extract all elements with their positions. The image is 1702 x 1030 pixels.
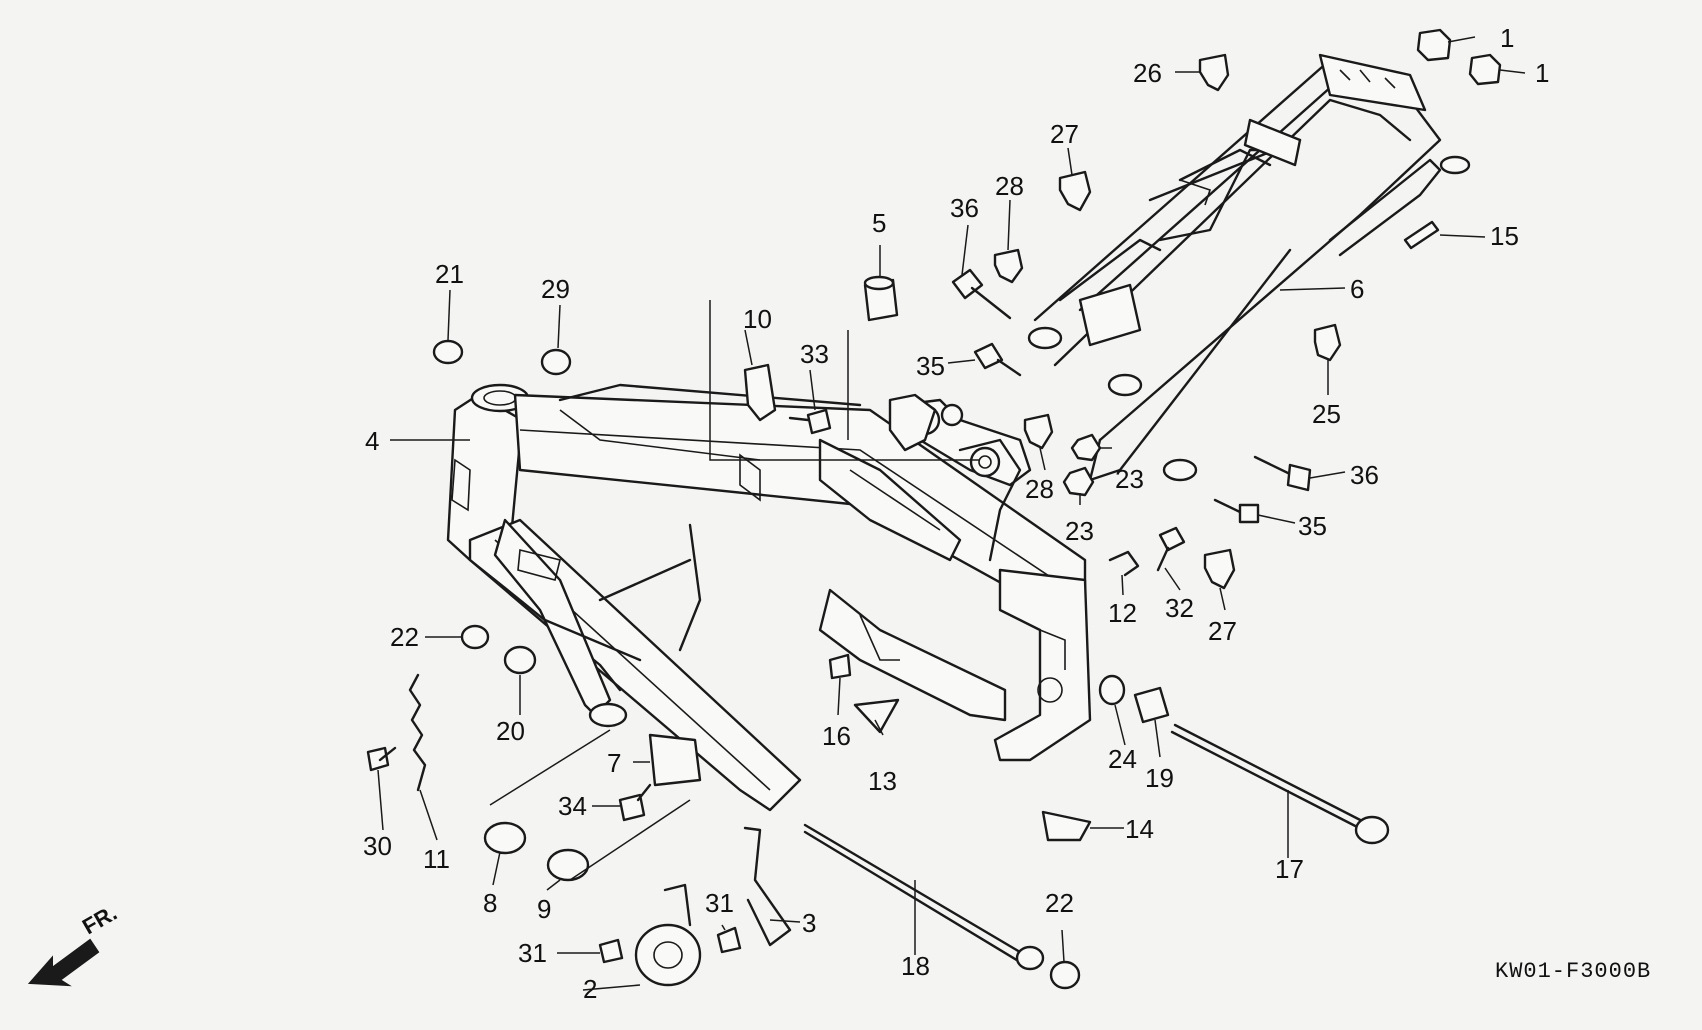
part-28-clamp-top [993,248,1024,284]
part-32-bolt [1156,526,1186,572]
callout-25: 25 [1312,399,1341,429]
callout-10: 10 [743,304,772,334]
part-35-bolt-low [1213,498,1260,524]
callout-31a: 31 [518,938,547,968]
callout-36a: 36 [950,193,979,223]
callout-35a: 35 [916,351,945,381]
callout-7: 7 [607,748,621,778]
diagram-code: KW01-F3000B [1495,959,1651,984]
callout-30: 30 [363,831,392,861]
part-10-bracket [743,363,777,422]
front-direction-arrow: FR. [27,900,121,987]
part-18-long-bolt [803,823,1045,971]
part-21-bearing [432,339,464,365]
callout-27a: 27 [1050,119,1079,149]
part-25-clamp [1313,323,1342,362]
callout-16: 16 [822,721,851,751]
part-13-tag [853,698,900,734]
part-27-clamp-top [1058,170,1092,212]
part-34-bolt [618,783,652,822]
callout-22a: 22 [390,622,419,652]
callout-5: 5 [872,208,886,238]
callout-23a: 23 [1115,464,1144,494]
callout-18: 18 [901,951,930,981]
part-3-stay [743,826,792,947]
part-16-label [828,653,852,680]
callout-28b: 28 [1025,474,1054,504]
part-29-bearing [540,348,572,376]
callout-1a: 1 [1500,23,1514,53]
part-8-collar [483,821,527,855]
part-7-bracket [648,733,702,787]
part-36-bolt-top [951,268,1012,320]
callout-21: 21 [435,259,464,289]
callout-9: 9 [537,894,551,924]
callout-1b: 1 [1535,58,1549,88]
part-28-clamp-low [1023,413,1054,450]
callout-32: 32 [1165,593,1194,623]
part-23-nut-b [1062,466,1095,497]
part-27-clamp-low [1203,548,1236,590]
part-9-collar [546,848,590,882]
callout-22b: 22 [1045,888,1074,918]
callout-24: 24 [1108,744,1137,774]
part-14-tag [1041,810,1092,842]
callout-28a: 28 [995,171,1024,201]
callout-4: 4 [365,426,379,456]
callout-12: 12 [1108,598,1137,628]
part-5-collar [863,275,899,322]
part-15-pin [1403,220,1440,250]
part-17-long-bolt [1170,723,1390,845]
callout-2: 2 [583,974,597,1004]
callout-6: 6 [1350,274,1364,304]
part-30-bolt [366,746,397,772]
callout-15: 15 [1490,221,1519,251]
part-19-collar [1133,686,1170,724]
callout-23b: 23 [1065,516,1094,546]
callout-labels: 1 1 26 27 28 36 5 15 6 25 35 36 35 23 23… [363,23,1549,1004]
part-23-nut-a [1070,433,1102,462]
part-31-bolt-a [598,938,624,964]
callout-36b: 36 [1350,460,1379,490]
callout-34: 34 [558,791,587,821]
part-2-horn [634,883,702,987]
part-20-collar [503,645,537,675]
callout-35b: 35 [1298,511,1327,541]
part-33-bolt [788,408,832,435]
part-36-bolt-low [1253,455,1312,492]
main-frame [446,383,1092,812]
callout-8: 8 [483,888,497,918]
callout-14: 14 [1125,814,1154,844]
callout-29: 29 [541,274,570,304]
part-12-clip [1108,550,1140,577]
callout-11: 11 [423,844,450,874]
part-22-nut-bottom [1049,960,1081,990]
part-1-cap-b [1468,53,1502,86]
callout-27b: 27 [1208,616,1237,646]
part-1-cap-a [1416,28,1452,62]
callout-26: 26 [1133,58,1162,88]
part-31-bolt-b [716,926,742,954]
callout-13: 13 [868,766,897,796]
callout-19: 19 [1145,763,1174,793]
callout-3: 3 [802,908,816,938]
part-24-nut [1098,674,1126,706]
part-22-nut-left [460,624,490,650]
callout-31b: 31 [705,888,734,918]
part-26-clamp [1198,53,1230,92]
part-35-bolt-top [973,342,1022,377]
callout-20: 20 [496,716,525,746]
direction-label: FR. [78,900,121,939]
callout-17: 17 [1275,854,1304,884]
rear-subframe [1027,53,1471,482]
leader-lines [377,36,1526,991]
part-11-spring [408,673,427,792]
callout-33: 33 [800,339,829,369]
